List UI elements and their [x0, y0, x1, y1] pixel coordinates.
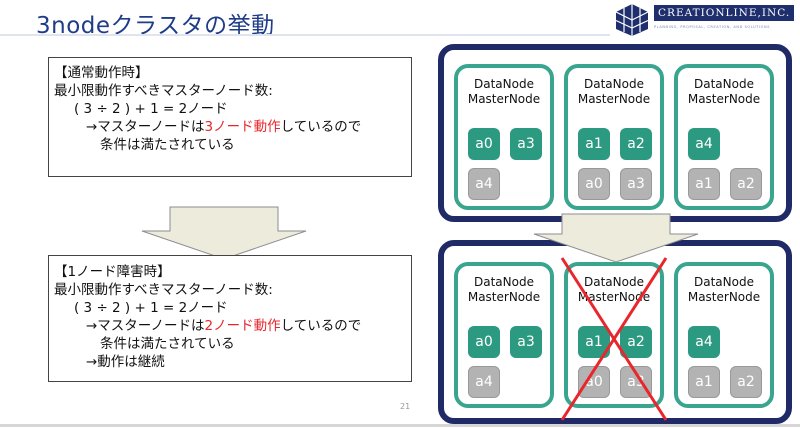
node-2-label1: DataNode	[584, 275, 644, 289]
node-1-label2: MasterNode	[467, 92, 541, 106]
node-3-label1: DataNode	[694, 275, 754, 289]
replica-shard-chip: a4	[468, 366, 500, 398]
normal-line3-post: しているので	[280, 119, 362, 135]
primary-shard-chip: a3	[510, 326, 542, 358]
down-arrow-icon	[141, 206, 307, 260]
node-1-label1: DataNode	[474, 275, 534, 289]
bottom-divider	[0, 424, 800, 427]
normal-line3-pre: →マスターノードは	[86, 119, 205, 135]
failure-line5: →動作は継続	[86, 354, 165, 370]
node-2-label2: MasterNode	[577, 92, 651, 106]
node-1: DataNode MasterNode a0 a3 a4	[454, 262, 554, 408]
node-1-label1: DataNode	[474, 77, 534, 91]
normal-line1: 最小限動作すべきマスターノード数:	[54, 83, 273, 99]
node-3: DataNode MasterNode a4 a1 a2	[674, 262, 774, 408]
failure-line3-highlight: 2ノード動作	[204, 318, 281, 334]
replica-shard-chip: a3	[620, 366, 652, 398]
node-2-label2: MasterNode	[577, 290, 651, 304]
replica-shard-chip: a0	[578, 168, 610, 200]
logo-tagline: PLANNING, PROPOSAL, CREATION, AND SOLUTI…	[654, 25, 771, 29]
primary-shard-chip: a0	[468, 326, 500, 358]
primary-shard-chip: a2	[620, 128, 652, 160]
cluster-normal: DataNode MasterNode a0 a3 a4 DataNode Ma…	[438, 44, 792, 222]
replica-shard-chip: a4	[468, 168, 500, 200]
company-logo: CREATIONLINE,INC. PLANNING, PROPOSAL, CR…	[612, 3, 796, 37]
normal-line3-highlight: 3ノード動作	[204, 119, 281, 135]
replica-shard-chip: a3	[620, 168, 652, 200]
primary-shard-chip: a2	[620, 326, 652, 358]
primary-shard-chip: a3	[510, 128, 542, 160]
primary-shard-chip: a1	[578, 128, 610, 160]
node-2-label1: DataNode	[584, 77, 644, 91]
failure-heading: 【1ノード障害時】	[54, 264, 171, 280]
node-2-failed: DataNode MasterNode a1 a2 a0 a3	[560, 257, 668, 421]
replica-shard-chip: a1	[688, 366, 720, 398]
normal-operation-box: 【通常動作時】 最小限動作すべきマスターノード数: ( 3 ÷ 2 ) + 1 …	[48, 57, 412, 177]
failure-line2: ( 3 ÷ 2 ) + 1 = 2ノード	[74, 300, 228, 316]
node-2: DataNode MasterNode a1 a2 a0 a3	[564, 64, 664, 210]
node-3-label1: DataNode	[694, 77, 754, 91]
title-underline	[0, 34, 610, 36]
failure-box: 【1ノード障害時】 最小限動作すべきマスターノード数: ( 3 ÷ 2 ) + …	[48, 255, 412, 382]
normal-line4: 条件は満たされている	[100, 137, 235, 153]
failure-line3-post: しているので	[280, 318, 362, 334]
node-3: DataNode MasterNode a4 a1 a2	[674, 64, 774, 210]
replica-shard-chip: a0	[578, 366, 610, 398]
failure-line4: 条件は満たされている	[100, 336, 235, 352]
cluster-one-node-failed: DataNode MasterNode a0 a3 a4 DataNode Ma…	[438, 240, 792, 424]
page-number: 21	[400, 402, 411, 411]
node-3-label2: MasterNode	[687, 290, 761, 304]
logo-wordmark: CREATIONLINE,INC.	[654, 5, 795, 21]
failure-line1: 最小限動作すべきマスターノード数:	[54, 282, 273, 298]
node-1-label2: MasterNode	[467, 290, 541, 304]
replica-shard-chip: a2	[730, 168, 762, 200]
primary-shard-chip: a0	[468, 128, 500, 160]
failure-line3-pre: →マスターノードは	[86, 318, 205, 334]
replica-shard-chip: a2	[730, 366, 762, 398]
primary-shard-chip: a4	[688, 128, 720, 160]
logo-cube-icon	[615, 4, 649, 36]
normal-line2: ( 3 ÷ 2 ) + 1 = 2ノード	[74, 101, 228, 117]
transition-arrow-icon	[533, 213, 699, 263]
node-1: DataNode MasterNode a0 a3 a4	[454, 64, 554, 210]
node-3-label2: MasterNode	[687, 92, 761, 106]
failure-cross-icon	[560, 257, 668, 421]
normal-heading: 【通常動作時】	[54, 65, 149, 81]
replica-shard-chip: a1	[688, 168, 720, 200]
failure-line3: →マスターノードは2ノード動作しているので	[54, 317, 411, 335]
primary-shard-chip: a4	[688, 326, 720, 358]
normal-line3: →マスターノードは3ノード動作しているので	[54, 118, 411, 136]
